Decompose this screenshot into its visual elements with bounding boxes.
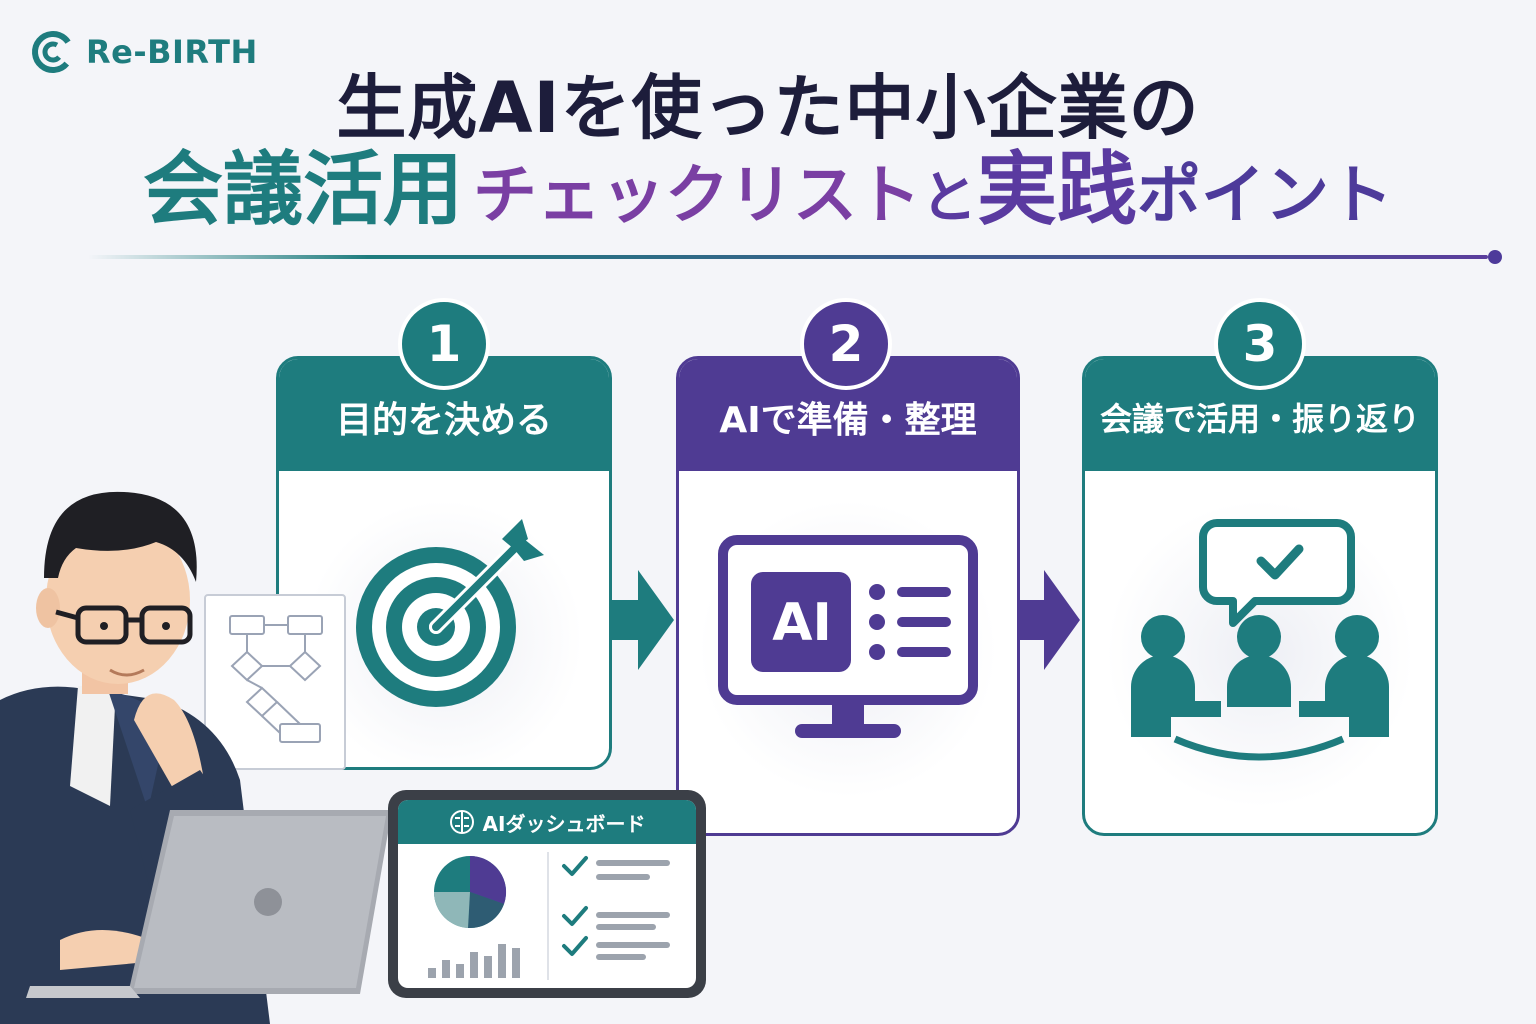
page-title: 生成AIを使った中小企業の <box>336 67 1200 149</box>
page-subtitle: 会議活用チェックリストと実践ポイント <box>0 140 1536 262</box>
title-divider <box>88 255 1488 259</box>
step-card-1: 目的を決める <box>276 356 612 770</box>
dashboard-title: AIダッシュボード <box>482 811 646 836</box>
tablet-device: AIダッシュボード <box>388 790 706 998</box>
flowchart-icon <box>229 615 323 743</box>
brand-logo: Re-BIRTH <box>30 28 258 76</box>
subtitle-part-2: チェックリスト <box>473 159 921 233</box>
divider-dot <box>1488 250 1502 264</box>
meeting-icon <box>1131 519 1389 761</box>
tablet-screen: AIダッシュボード <box>398 800 696 988</box>
flowchart-sheet <box>204 594 346 770</box>
laptop-illustration <box>26 810 392 998</box>
step-3-number: 3 <box>1214 298 1306 390</box>
ai-badge: AI <box>772 593 832 653</box>
brand-name: Re-BIRTH <box>86 33 258 71</box>
step-card-3: 会議で活用・振り返り <box>1082 356 1438 836</box>
brain-icon <box>449 810 474 834</box>
step-card-2: AIで準備・整理 AI <box>676 356 1020 836</box>
subtitle-part-3: と <box>921 166 977 231</box>
logo-icon <box>32 31 74 73</box>
subtitle-part-4: 実践 <box>977 143 1137 236</box>
target-arrow-icon <box>356 519 544 707</box>
dashboard-content <box>428 852 670 980</box>
subtitle-part-1: 会議活用 <box>143 143 463 236</box>
subtitle-part-5: ポイント <box>1137 159 1393 233</box>
arrow-right-icon <box>610 570 674 670</box>
arrow-right-icon <box>1018 570 1080 670</box>
step-1-label: 目的を決める <box>279 359 609 471</box>
ai-monitor-icon <box>718 535 978 738</box>
step-2-number: 2 <box>800 298 892 390</box>
step-1-number: 1 <box>398 298 490 390</box>
dashboard-header: AIダッシュボード <box>398 800 696 844</box>
